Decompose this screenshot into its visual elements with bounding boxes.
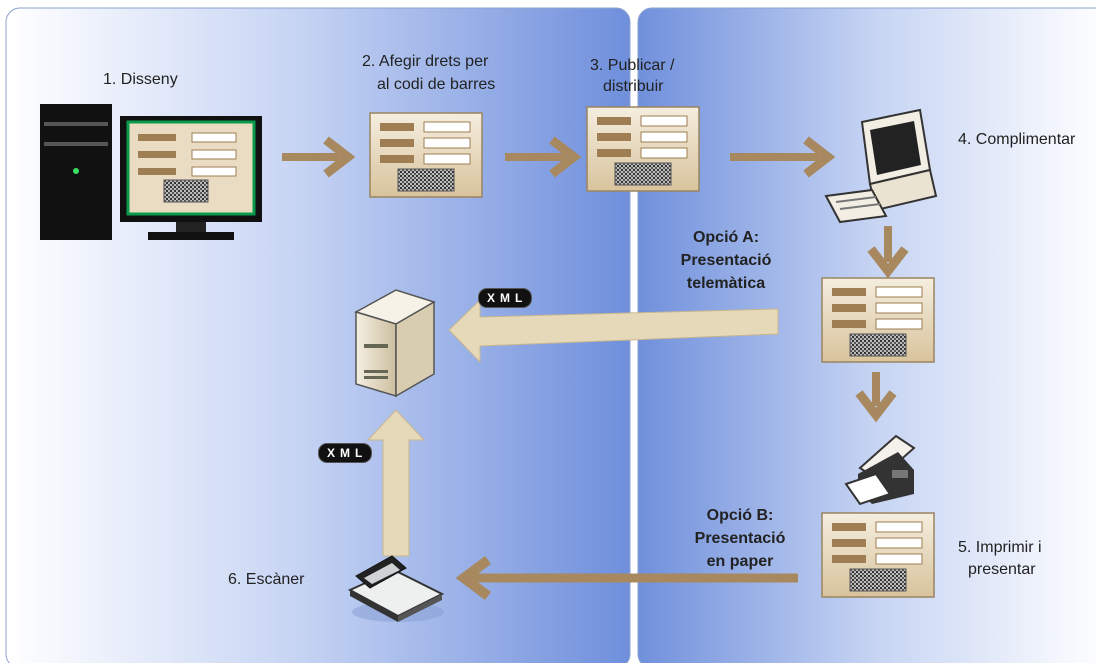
- step3-label-line2: distribuir: [603, 78, 664, 95]
- option-a-line2: Presentació: [680, 252, 772, 269]
- flow-arrow: [282, 136, 356, 178]
- form-document-icon: [821, 277, 935, 363]
- form-document-icon: [821, 512, 935, 598]
- option-b-line1: Opció B:: [706, 507, 774, 524]
- option-a-line1: Opció A:: [692, 229, 760, 246]
- option-a-line3: telemàtica: [686, 275, 766, 292]
- scanner-icon: [347, 555, 445, 622]
- upward-arrow: [366, 409, 426, 557]
- flow-arrow: [730, 136, 836, 178]
- server-icon: [354, 289, 436, 398]
- step6-label: 6. Escàner: [228, 571, 305, 588]
- step5-label-line1: 5. Imprimir i: [958, 539, 1042, 556]
- xml-badge-top: XML: [478, 288, 533, 308]
- option-b-line3: en paper: [706, 553, 774, 570]
- xml-badge-left: XML: [318, 443, 373, 463]
- form-document-icon: [369, 112, 483, 198]
- step2-label-line2: al codi de barres: [377, 76, 496, 93]
- step1-label: 1. Disseny: [103, 71, 178, 88]
- flow-arrow: [867, 226, 909, 279]
- workstation-icon: [824, 108, 938, 224]
- option-b-line2: Presentació: [694, 530, 786, 547]
- desktop-computer-icon: [40, 104, 262, 240]
- step4-label: 4. Complimentar: [958, 131, 1076, 148]
- option-a-arrow: [448, 298, 779, 364]
- flow-arrow: [855, 372, 897, 423]
- option-b-arrow: [455, 556, 798, 600]
- step2-label-line1: 2. Afegir drets per: [362, 53, 489, 70]
- form-document-icon: [586, 106, 700, 192]
- flow-arrow: [505, 136, 582, 178]
- step5-label-line2: presentar: [968, 561, 1036, 578]
- printer-icon: [844, 434, 916, 506]
- step3-label-line1: 3. Publicar /: [590, 57, 675, 74]
